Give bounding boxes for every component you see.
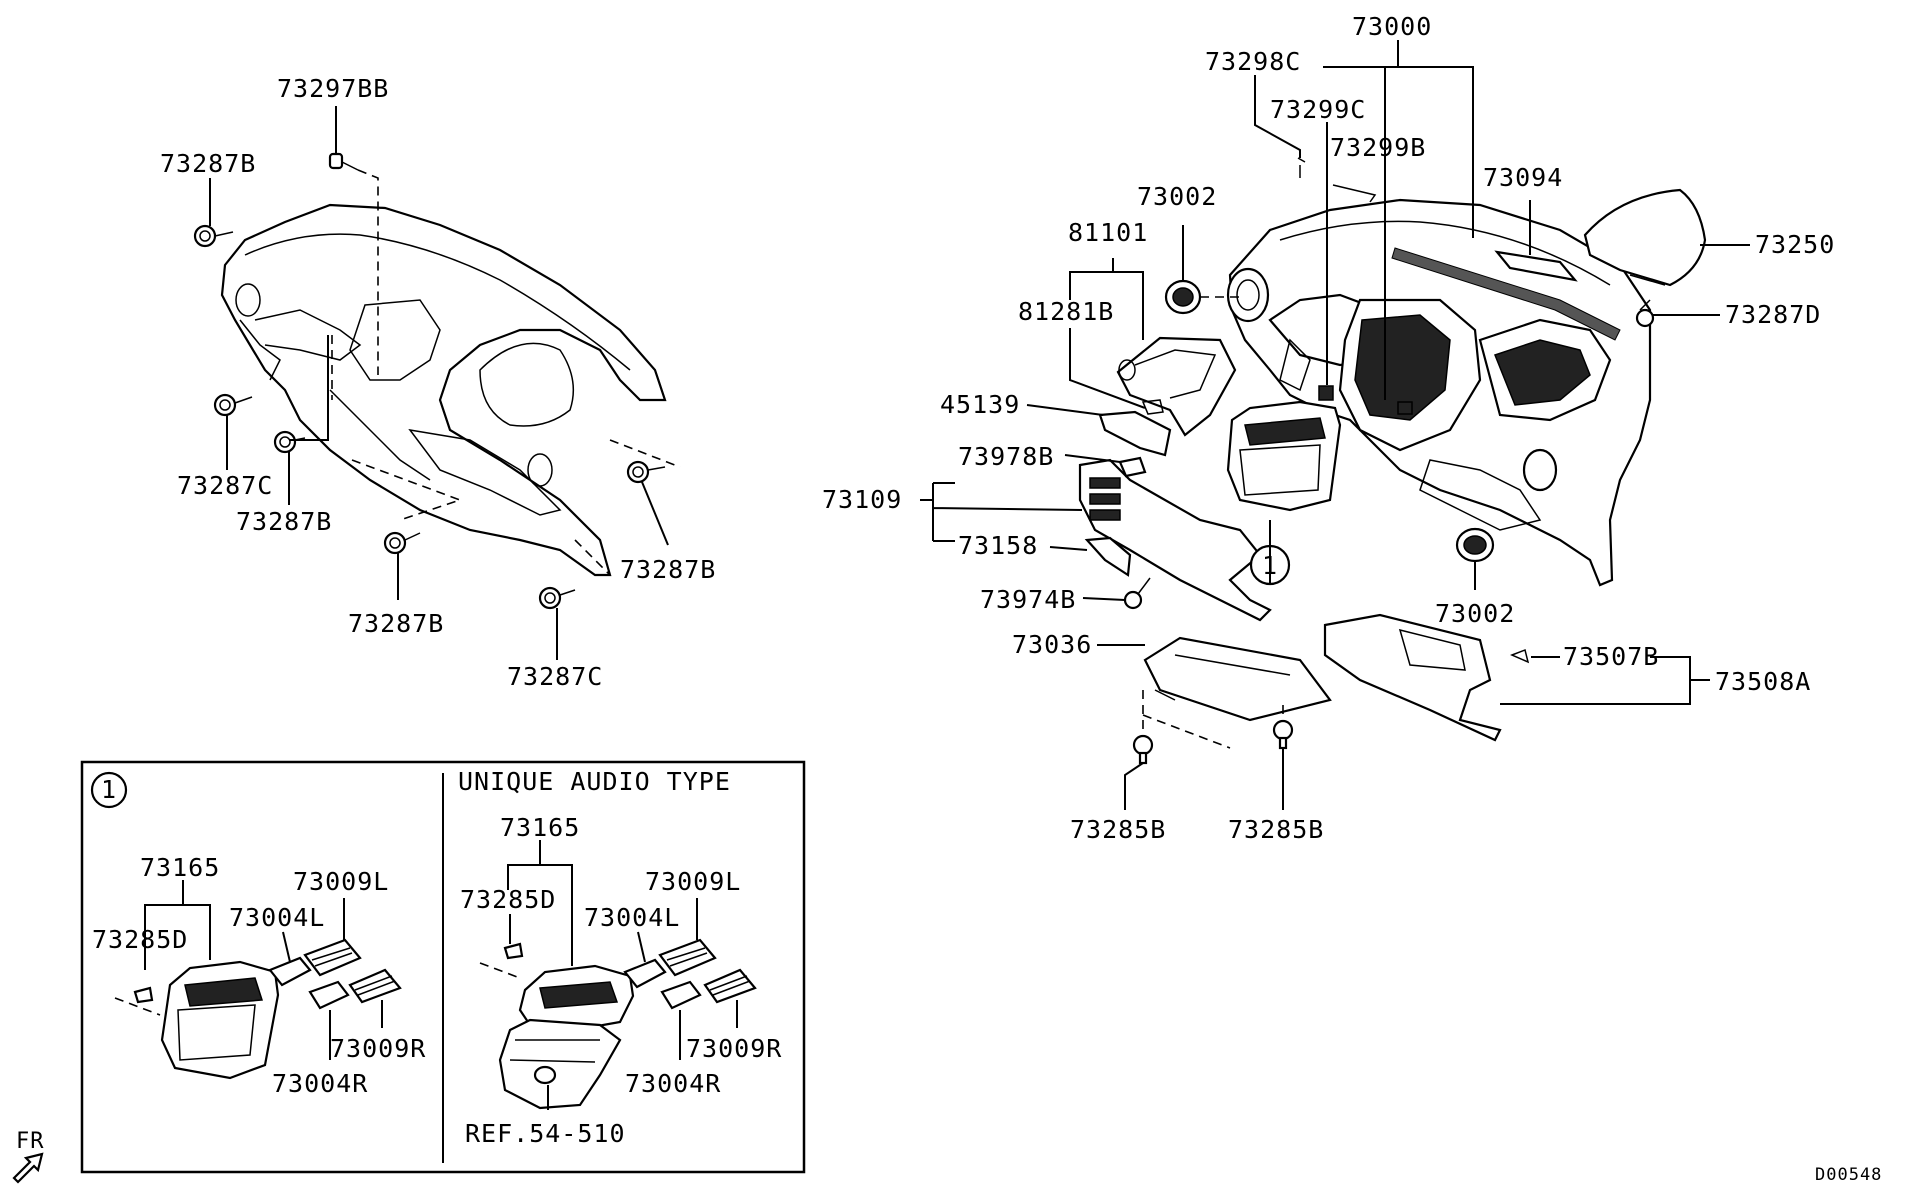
fr-arrow-icon bbox=[12, 1152, 44, 1184]
inset-left-parts: 73165 73285D 73004L 73009L 73009R 73004R bbox=[92, 853, 426, 1098]
screw-73287B-tl bbox=[193, 224, 234, 248]
inset-detail-box: 1 UNIQUE AUDIO TYPE 73165 73285D 73004L bbox=[80, 760, 806, 1174]
label-73287C-bottom: 73287C bbox=[507, 662, 603, 691]
label-73000: 73000 bbox=[1352, 12, 1432, 41]
inset-left-label-73009R: 73009R bbox=[330, 1034, 426, 1063]
label-73002-bottom: 73002 bbox=[1435, 599, 1515, 628]
label-73978B: 73978B bbox=[958, 442, 1054, 471]
fastener-73285B-left bbox=[1132, 734, 1154, 765]
fr-label: FR bbox=[16, 1129, 45, 1154]
inset-marker-text: 1 bbox=[101, 775, 117, 804]
vent-73002-top bbox=[1164, 279, 1202, 315]
label-73297BB: 73297BB bbox=[277, 74, 389, 103]
inset-right-label-73009R: 73009R bbox=[686, 1034, 782, 1063]
label-73109: 73109 bbox=[822, 485, 902, 514]
label-81101: 81101 bbox=[1068, 218, 1148, 247]
inset-left-label-73165: 73165 bbox=[140, 853, 220, 882]
label-73285B-right: 73285B bbox=[1228, 815, 1324, 844]
label-73299C: 73299C bbox=[1270, 95, 1366, 124]
inset-left-label-73004R: 73004R bbox=[272, 1069, 368, 1098]
screw-73974B bbox=[1123, 577, 1151, 610]
label-73287B-tl: 73287B bbox=[160, 149, 256, 178]
diagram-code: D00548 bbox=[1815, 1165, 1882, 1185]
label-73287C-l: 73287C bbox=[177, 471, 273, 500]
label-73507B: 73507B bbox=[1563, 642, 1659, 671]
label-73287B-right: 73287B bbox=[620, 555, 716, 584]
label-73508A: 73508A bbox=[1715, 667, 1811, 696]
label-73298C: 73298C bbox=[1205, 47, 1301, 76]
front-direction-indicator: FR bbox=[12, 1129, 45, 1184]
label-73974B: 73974B bbox=[980, 585, 1076, 614]
vent-73002-bottom bbox=[1455, 527, 1495, 563]
inset-left-label-73285D: 73285D bbox=[92, 925, 188, 954]
inset-right-parts: 73165 73285D 73004L 73009L 73009R 73004R… bbox=[460, 813, 782, 1148]
label-73287B-l: 73287B bbox=[236, 507, 332, 536]
inset-left-label-73004L: 73004L bbox=[229, 903, 325, 932]
screw-73287B-l bbox=[273, 430, 306, 454]
label-73287B-bottom: 73287B bbox=[348, 609, 444, 638]
inset-right-ref-label: REF.54-510 bbox=[465, 1119, 626, 1148]
label-73250: 73250 bbox=[1755, 230, 1835, 259]
left-dashboard-assembly bbox=[193, 106, 681, 660]
screw-73287C-bottom bbox=[538, 586, 576, 610]
screw-73287B-right bbox=[626, 460, 666, 484]
inset-right-label-73165: 73165 bbox=[500, 813, 580, 842]
label-73299B: 73299B bbox=[1330, 133, 1426, 162]
label-81281B: 81281B bbox=[1018, 297, 1114, 326]
part-labels: 73297BB 73287B 73287C 73287B 73287B 7328… bbox=[160, 12, 1835, 844]
inset-right-label-73009L: 73009L bbox=[645, 867, 741, 896]
screw-73287D bbox=[1635, 299, 1655, 328]
label-73036: 73036 bbox=[1012, 630, 1092, 659]
right-panel-assembly: 1 bbox=[920, 40, 1750, 810]
screw-73297BB bbox=[328, 152, 359, 171]
label-73285B-left: 73285B bbox=[1070, 815, 1166, 844]
label-73094: 73094 bbox=[1483, 163, 1563, 192]
label-45139: 45139 bbox=[940, 390, 1020, 419]
inset-left-label-73009L: 73009L bbox=[293, 867, 389, 896]
inset-right-label-73004R: 73004R bbox=[625, 1069, 721, 1098]
screw-73287C-l bbox=[213, 393, 253, 417]
screw-73287B-bottom bbox=[383, 531, 421, 555]
inset-section-title: UNIQUE AUDIO TYPE bbox=[458, 767, 731, 796]
label-73287D: 73287D bbox=[1725, 300, 1821, 329]
fastener-73285B-right bbox=[1272, 719, 1294, 750]
inset-right-label-73285D: 73285D bbox=[460, 885, 556, 914]
label-73002-top: 73002 bbox=[1137, 182, 1217, 211]
label-73158: 73158 bbox=[958, 531, 1038, 560]
inset-right-label-73004L: 73004L bbox=[584, 903, 680, 932]
inset-marker-1: 1 bbox=[90, 771, 128, 809]
